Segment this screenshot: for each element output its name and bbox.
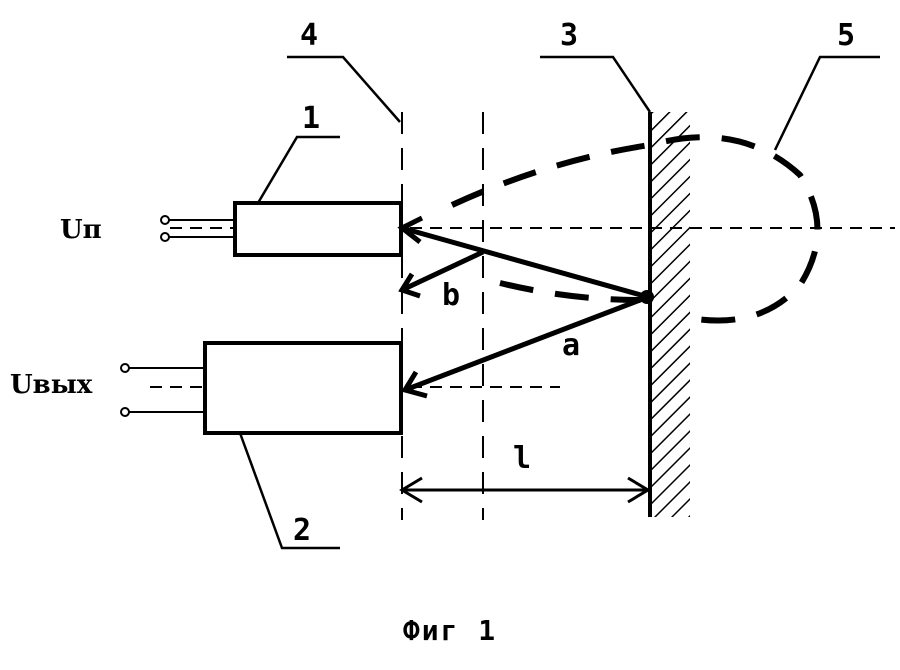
voltage-in-label: Uп <box>60 215 102 245</box>
leader-line-4 <box>287 55 401 123</box>
receiver-terminals <box>120 363 205 417</box>
emitter-terminals <box>160 215 235 242</box>
voltage-out-label: Uвых <box>10 370 93 400</box>
figure-caption: Фиг 1 <box>403 614 497 647</box>
beam-a-label: a <box>562 328 580 363</box>
receiver-block <box>203 341 403 435</box>
callout-4-label: 4 <box>300 18 318 53</box>
leader-line-5 <box>773 55 880 151</box>
leader-line-3 <box>540 55 652 113</box>
leader-line-2 <box>238 432 340 550</box>
distance-l-label: l <box>513 441 531 476</box>
callout-2-label: 2 <box>293 513 311 548</box>
callout-3-label: 3 <box>560 18 578 53</box>
leader-line-1 <box>256 135 340 204</box>
mirror-reflection-point <box>640 290 654 304</box>
reflector-surface <box>648 112 690 517</box>
emitter-block <box>233 201 403 257</box>
beam-b-arrow <box>398 249 485 299</box>
callout-1-label: 1 <box>302 101 320 136</box>
beam-emitter-to-mirror <box>397 215 649 300</box>
distance-dimension <box>399 476 651 504</box>
radiation-pattern-5 <box>450 134 821 324</box>
callout-5-label: 5 <box>837 18 855 53</box>
beam-b-label: b <box>442 278 460 313</box>
beam-mirror-to-receiver <box>401 294 649 399</box>
